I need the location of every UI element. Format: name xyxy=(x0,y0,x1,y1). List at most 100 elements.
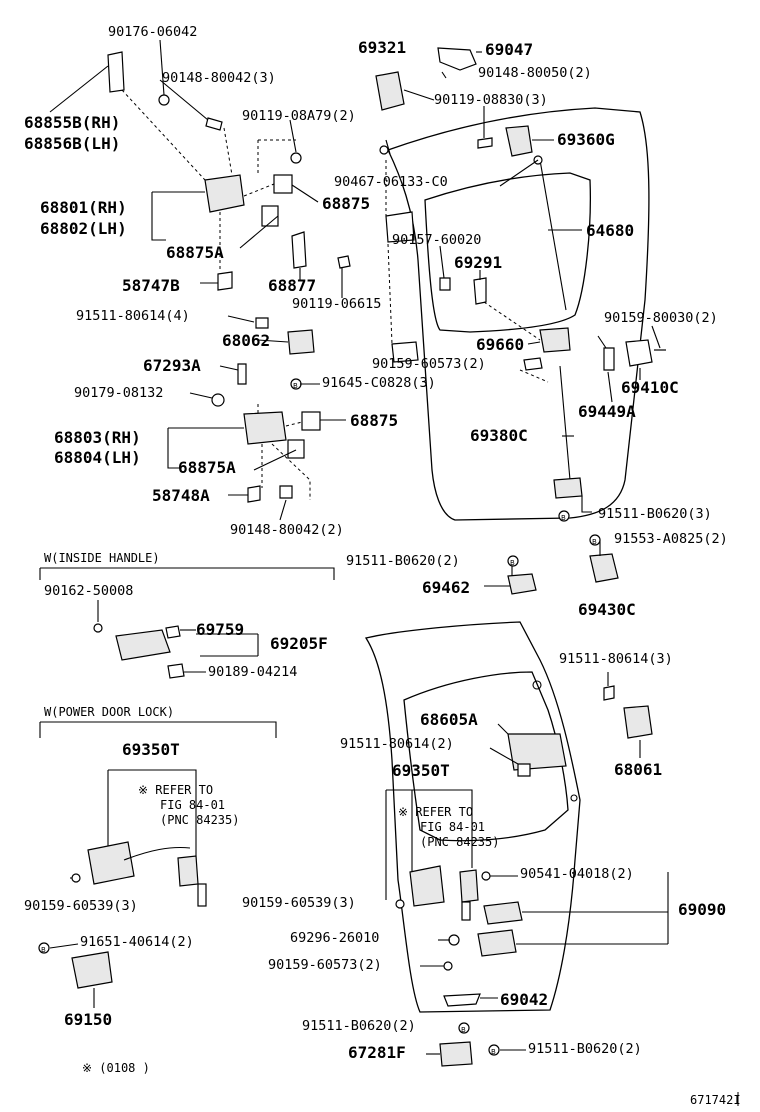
part-label-l55: 91651-40614(2) xyxy=(80,934,194,950)
part-label-l19: 68803(RH) xyxy=(54,428,141,447)
handle-68605A xyxy=(507,733,567,771)
part-label-l23: 90148-80042(2) xyxy=(230,522,344,538)
part-label-l36: 69410C xyxy=(621,378,679,397)
part-label-l15: 67293A xyxy=(143,356,201,375)
part-label-l46: 69759 xyxy=(196,620,245,639)
part-label-l35: 90159-60573(2) xyxy=(372,356,486,372)
part-label-l44: W(INSIDE HANDLE) xyxy=(44,551,160,565)
part-label-l16: 90179-08132 xyxy=(74,385,164,401)
part-label-l13: 91511-80614(4) xyxy=(76,308,190,324)
back-door-upper-outline xyxy=(387,107,650,521)
part-label-l34: 69660 xyxy=(476,335,525,354)
svg-text:B: B xyxy=(293,382,298,390)
part-label-l47: 69205F xyxy=(270,634,328,653)
part-label-l10: 58747B xyxy=(122,276,180,295)
part-label-l67: 90159-60539(3) xyxy=(242,895,356,911)
part-label-l54: 90159-60539(3) xyxy=(24,898,138,914)
part-label-l33: 90159-80030(2) xyxy=(604,310,718,326)
part-label-l43: 69430C xyxy=(578,600,636,619)
part-label-l40: 91553-A0825(2) xyxy=(614,531,728,547)
part-label-l7: 68802(LH) xyxy=(40,219,127,238)
part-label-l42: 69462 xyxy=(422,578,471,597)
part-label-l65: (PNC 84235) xyxy=(420,835,500,849)
part-label-l2: 90148-80042(3) xyxy=(162,70,276,86)
part-label-l17: 91645-C0828(3) xyxy=(322,375,436,391)
part-label-l8: 68875 xyxy=(322,194,371,213)
upper-right-parts xyxy=(375,47,666,595)
inside-handle-group xyxy=(39,567,335,679)
part-label-l12: 90119-06615 xyxy=(292,296,382,312)
power-door-lock-left-group: B xyxy=(38,721,277,1008)
lower-hinge-part xyxy=(243,411,287,445)
part-label-l31: 90157-60020 xyxy=(392,232,482,248)
part-label-l26: 90148-80050(2) xyxy=(478,65,592,81)
back-door-lower-outline xyxy=(364,621,581,1013)
part-label-l75: 671742I xyxy=(690,1093,741,1107)
part-label-l38: 69380C xyxy=(470,426,528,445)
svg-text:B: B xyxy=(561,514,566,522)
part-label-l74: 91511-B0620(2) xyxy=(528,1041,642,1057)
part-label-l20: 68804(LH) xyxy=(54,448,141,467)
svg-text:B: B xyxy=(491,1048,496,1056)
upper-hinge-group: B xyxy=(107,51,351,407)
part-label-l37: 69449A xyxy=(578,402,636,421)
part-label-l45: 90162-50008 xyxy=(44,583,134,599)
part-label-l64: FIG 84-01 xyxy=(420,820,486,834)
door-lock-actuator xyxy=(87,841,135,885)
part-label-l4: 68856B(LH) xyxy=(24,134,121,153)
part-label-l41: 91511-B0620(2) xyxy=(346,553,460,569)
part-label-l30: 64680 xyxy=(586,221,635,240)
lower-right-parts: B B B B B xyxy=(385,510,739,1106)
part-label-l63: ※ REFER TO xyxy=(398,805,474,819)
part-label-l39: 91511-B0620(3) xyxy=(598,506,712,522)
lower-hinge-group xyxy=(243,411,321,503)
part-label-l6: 68801(RH) xyxy=(40,198,127,217)
part-label-l66: 90541-04018(2) xyxy=(520,866,634,882)
part-label-l71: 69042 xyxy=(500,990,549,1009)
leader-lines-left xyxy=(49,39,346,521)
part-label-l11: 68877 xyxy=(268,276,317,295)
part-label-l28: 69360G xyxy=(557,130,615,149)
handle-part xyxy=(375,71,405,111)
part-label-l72: 91511-B0620(2) xyxy=(302,1018,416,1034)
part-label-l70: 90159-60573(2) xyxy=(268,957,382,973)
part-label-l52: FIG 84-01 xyxy=(160,798,226,812)
part-label-l27: 90119-08830(3) xyxy=(434,92,548,108)
part-label-l61: 69350T xyxy=(392,761,450,780)
part-label-l73: 67281F xyxy=(348,1043,406,1062)
part-label-l21: 68875A xyxy=(178,458,236,477)
part-label-l68: 69090 xyxy=(678,900,727,919)
part-label-l57: ※ (0108 ) xyxy=(82,1061,150,1075)
lock-part-69150 xyxy=(71,951,113,989)
part-label-l58: 91511-80614(3) xyxy=(559,651,673,667)
svg-text:B: B xyxy=(461,1026,466,1034)
part-label-l50: 69350T xyxy=(122,740,180,759)
part-label-l14: 68062 xyxy=(222,331,271,350)
part-label-l32: 69291 xyxy=(454,253,503,272)
part-label-l49: W(POWER DOOR LOCK) xyxy=(44,705,175,719)
part-label-l62: 68061 xyxy=(614,760,663,779)
part-label-l51: ※ REFER TO xyxy=(138,783,214,797)
hinge-cover-part xyxy=(107,51,125,93)
part-label-l1: 90176-06042 xyxy=(108,24,198,40)
part-label-l29: 90467-06133-C0 xyxy=(334,174,448,190)
upper-hinge-part xyxy=(204,174,245,213)
part-label-l53: (PNC 84235) xyxy=(160,813,240,827)
part-label-l24: 69321 xyxy=(358,38,407,57)
svg-text:B: B xyxy=(592,538,597,546)
part-label-l59: 68605A xyxy=(420,710,478,729)
svg-text:B: B xyxy=(41,946,46,954)
part-label-l9: 68875A xyxy=(166,243,224,262)
part-label-l5: 90119-08A79(2) xyxy=(242,108,356,124)
part-label-l60: 91511-80614(2) xyxy=(340,736,454,752)
inside-handle-part xyxy=(115,629,171,661)
svg-text:B: B xyxy=(510,559,515,567)
part-label-l3: 68855B(RH) xyxy=(24,113,121,132)
leader-lines-upper-right xyxy=(385,51,661,587)
part-label-l56: 69150 xyxy=(64,1010,113,1029)
part-label-l69: 69296-26010 xyxy=(290,930,380,946)
part-label-l48: 90189-04214 xyxy=(208,664,298,680)
part-label-l18: 68875 xyxy=(350,411,399,430)
